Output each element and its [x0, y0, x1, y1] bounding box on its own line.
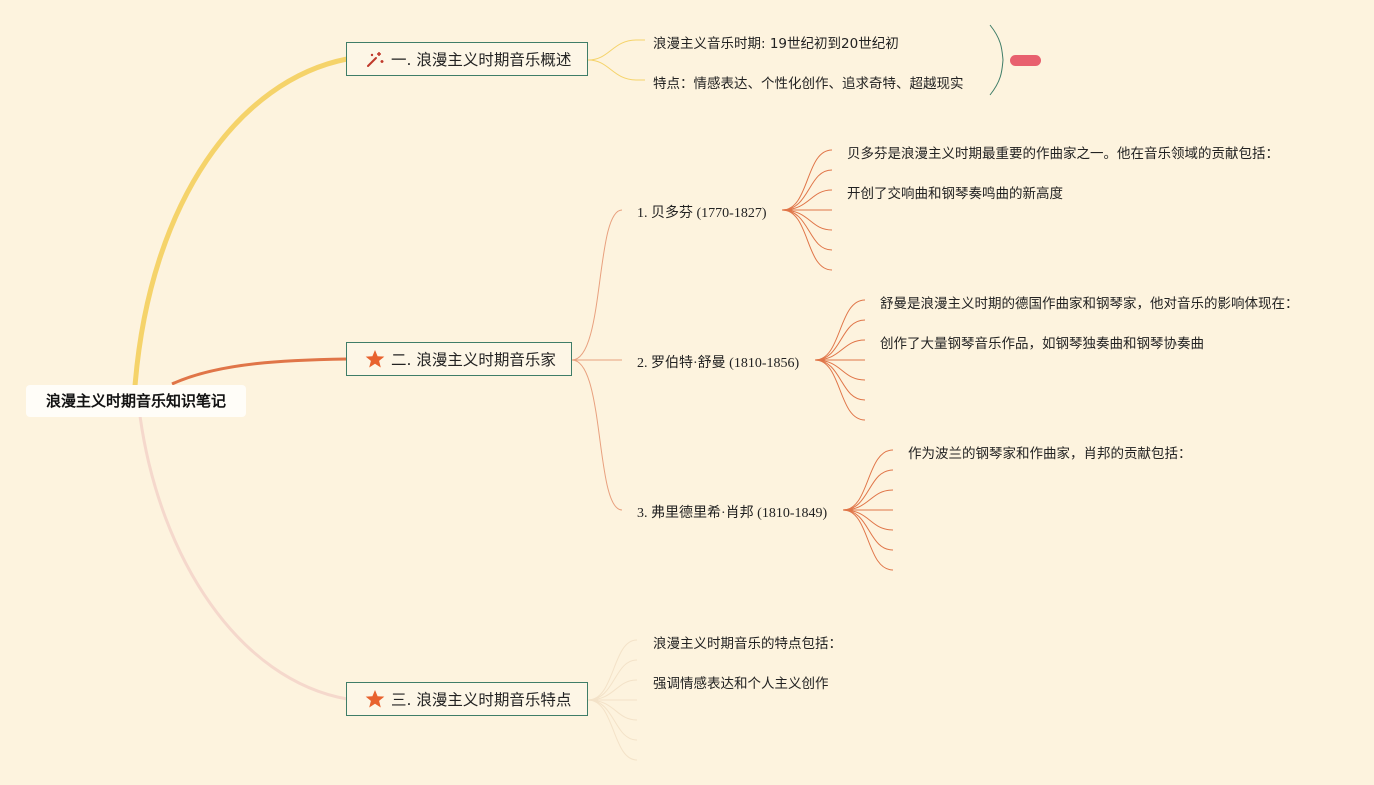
composer-beethoven[interactable]: 1. 贝多芬 (1770-1827)	[637, 206, 767, 221]
overview-item-features[interactable]: 特点：情感表达、个性化创作、追求奇特、超越现实	[653, 76, 964, 92]
section2-connectors	[571, 209, 623, 511]
wand-icon	[365, 49, 385, 69]
composer-chopin[interactable]: 3. 弗里德里希·肖邦 (1810-1849)	[637, 506, 828, 521]
section-node-composers[interactable]: 二. 浪漫主义时期音乐家	[346, 342, 572, 376]
root-node[interactable]: 浪漫主义时期音乐知识笔记	[26, 385, 246, 417]
section1-connectors	[587, 39, 645, 81]
features-item-1[interactable]: 浪漫主义时期音乐的特点包括：	[653, 636, 842, 652]
section-title: 二. 浪漫主义时期音乐家	[391, 351, 556, 369]
features-item-2[interactable]: 强调情感表达和个人主义创作	[653, 676, 829, 692]
section-node-features[interactable]: 三. 浪漫主义时期音乐特点	[346, 682, 588, 716]
composer1-fan	[781, 149, 833, 271]
section-title: 三. 浪漫主义时期音乐特点	[391, 691, 572, 709]
overview-item-period[interactable]: 浪漫主义音乐时期: 19世纪初到20世纪初	[653, 36, 899, 52]
summary-brace	[989, 24, 1004, 96]
branch-line-2	[171, 357, 348, 386]
beethoven-note-1[interactable]: 贝多芬是浪漫主义时期最重要的作曲家之一。他在音乐领域的贡献包括：	[847, 146, 1279, 162]
composer-schumann[interactable]: 2. 罗伯特·舒曼 (1810-1856)	[637, 356, 800, 371]
schumann-note-1[interactable]: 舒曼是浪漫主义时期的德国作曲家和钢琴家，他对音乐的影响体现在：	[880, 296, 1299, 312]
section-node-overview[interactable]: 一. 浪漫主义时期音乐概述	[346, 42, 588, 76]
summary-tag[interactable]	[1010, 55, 1041, 66]
star-icon	[365, 349, 385, 369]
beethoven-note-2[interactable]: 开创了交响曲和钢琴奏鸣曲的新高度	[847, 186, 1063, 202]
composer2-fan	[814, 299, 866, 421]
branch-line-3	[138, 415, 348, 701]
composer3-fan	[842, 449, 894, 571]
section-title: 一. 浪漫主义时期音乐概述	[391, 51, 572, 69]
schumann-note-2[interactable]: 创作了大量钢琴音乐作品，如钢琴独奏曲和钢琴协奏曲	[880, 336, 1204, 352]
section3-fan	[587, 639, 638, 761]
star-icon	[365, 689, 385, 709]
branch-line-1	[132, 56, 348, 387]
chopin-note-1[interactable]: 作为波兰的钢琴家和作曲家，肖邦的贡献包括：	[908, 446, 1192, 462]
